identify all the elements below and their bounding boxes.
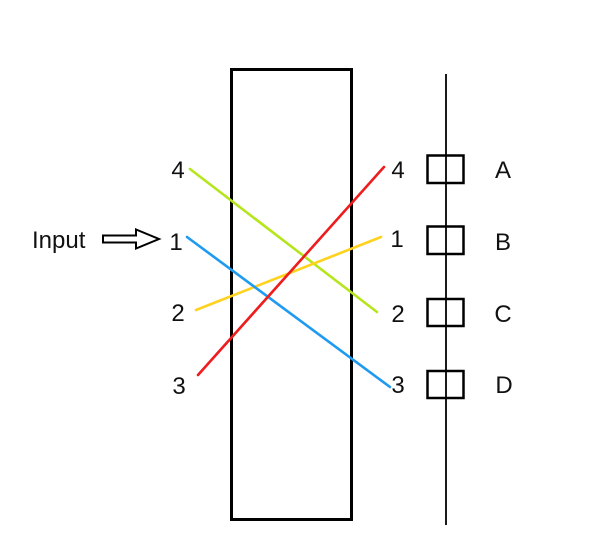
left-port-label-2: 2 — [171, 300, 184, 327]
detector-box-b — [426, 225, 465, 256]
left-port-label-1: 1 — [169, 229, 182, 256]
left-port-label-3: 3 — [172, 373, 185, 400]
connection-line-4-to-2 — [188, 167, 379, 314]
connection-line-1-to-3 — [185, 235, 392, 389]
left-port-label-0: 4 — [171, 157, 184, 184]
input-label: Input — [32, 227, 86, 254]
detector-box-d — [426, 369, 465, 400]
right-port-label-0: 4 — [391, 157, 404, 184]
detector-label-b: B — [495, 229, 511, 256]
detector-label-c: C — [494, 301, 511, 328]
right-port-label-2: 2 — [391, 301, 404, 328]
detector-box-a — [426, 154, 465, 185]
detector-box-c — [426, 297, 465, 328]
detector-label-a: A — [495, 157, 511, 184]
right-port-label-1: 1 — [390, 226, 403, 253]
connection-line-3-to-4 — [196, 165, 386, 377]
detector-label-d: D — [495, 372, 512, 399]
input-arrow-icon — [102, 228, 162, 250]
right-port-label-3: 3 — [391, 372, 404, 399]
switch-box — [230, 68, 353, 521]
